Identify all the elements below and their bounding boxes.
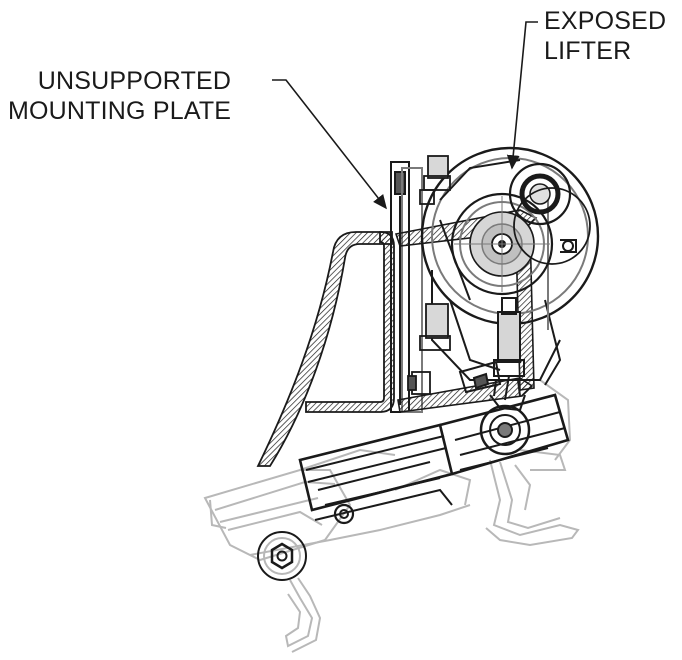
faded-lower-arm	[203, 379, 580, 653]
callout-line-1: EXPOSED	[544, 7, 667, 35]
callout-line-2: LIFTER	[544, 37, 632, 65]
lower-pivot-nut	[257, 531, 307, 581]
callout-leaders	[272, 21, 538, 210]
mounting-plate	[390, 161, 423, 413]
actuator-cylinder	[458, 239, 577, 401]
callout-line-2: MOUNTING PLATE	[8, 97, 232, 125]
mounting-bracket	[256, 231, 395, 467]
exposed-lifter-wheel	[508, 162, 591, 265]
callout-label-unsupported-mounting-plate: UNSUPPORTED MOUNTING PLATE	[8, 66, 231, 126]
main-pulley	[450, 192, 554, 296]
plate-fasteners	[407, 155, 451, 395]
arm-drive-pulley	[479, 379, 531, 456]
main-arm	[298, 393, 570, 521]
callout-label-exposed-lifter: EXPOSED LIFTER	[544, 6, 666, 66]
callout-line-1: UNSUPPORTED	[37, 67, 232, 95]
